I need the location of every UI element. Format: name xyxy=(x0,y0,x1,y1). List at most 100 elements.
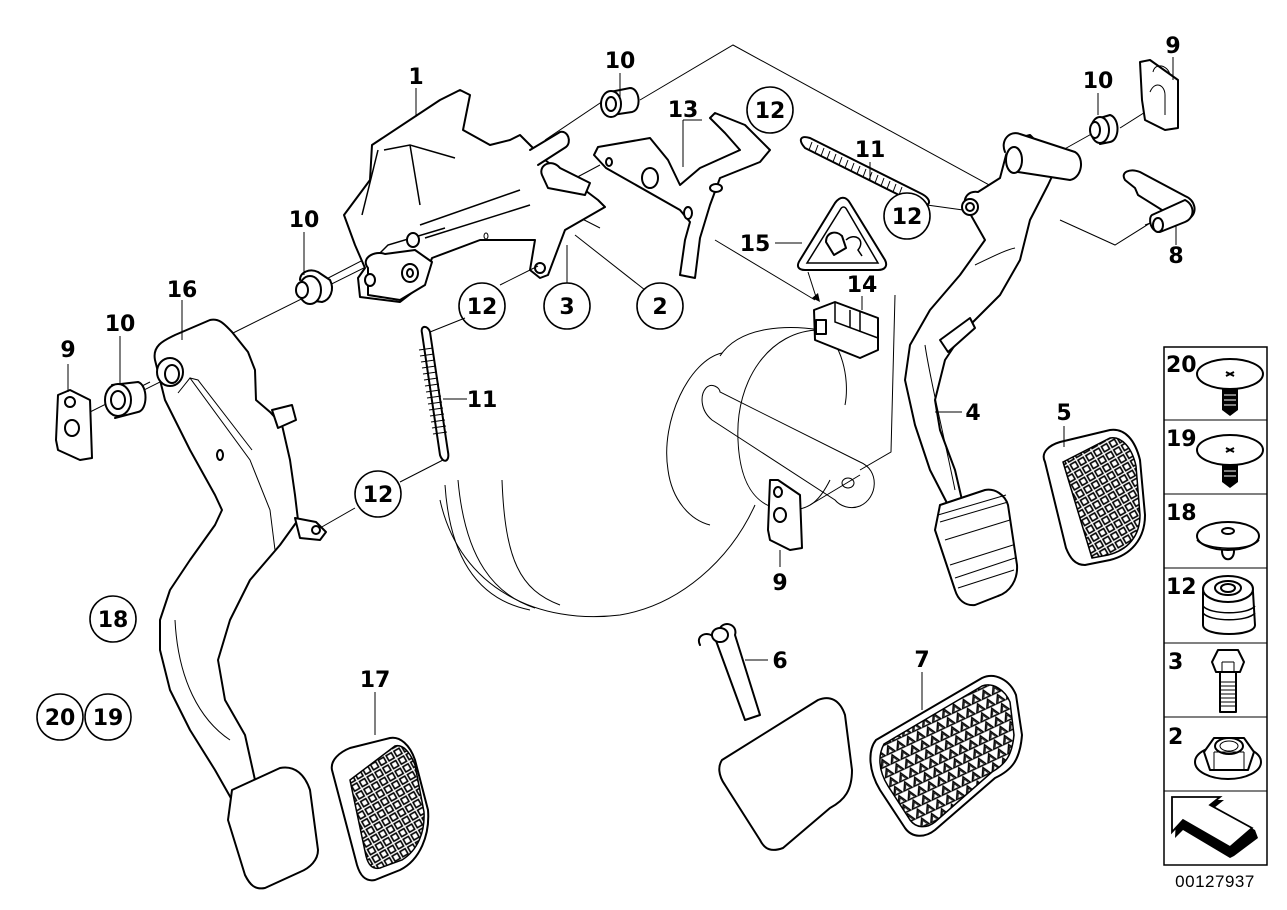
callout-10-far-left: 10 xyxy=(105,312,136,385)
svg-text:12: 12 xyxy=(363,483,394,508)
callout-12-lower: 12 xyxy=(319,459,444,529)
svg-text:15: 15 xyxy=(740,232,771,257)
holder-plate xyxy=(593,112,771,279)
brake-pedal xyxy=(904,132,1082,607)
brake-pedal-pad xyxy=(1042,428,1146,566)
callout-4: 4 xyxy=(935,401,981,426)
callout-5: 5 xyxy=(1056,401,1072,447)
svg-text:4: 4 xyxy=(965,401,980,426)
callout-12-middle: 12 xyxy=(429,265,539,333)
svg-text:13: 13 xyxy=(668,98,699,123)
clutch-pedal xyxy=(153,318,327,890)
svg-text:10: 10 xyxy=(105,312,136,337)
callout-14: 14 xyxy=(847,273,878,310)
svg-text:7: 7 xyxy=(914,648,929,673)
svg-text:12: 12 xyxy=(467,295,498,320)
svg-text:10: 10 xyxy=(605,49,636,74)
svg-text:10: 10 xyxy=(289,208,320,233)
svg-text:10: 10 xyxy=(1083,69,1114,94)
pedal-bracket xyxy=(343,89,606,303)
svg-text:9: 9 xyxy=(772,571,787,596)
svg-text:12: 12 xyxy=(755,99,786,124)
callout-8: 8 xyxy=(1168,226,1184,269)
callout-13: 13 xyxy=(668,98,702,167)
svg-text:19: 19 xyxy=(1166,427,1197,452)
rubber-buffer-icon xyxy=(1202,575,1256,635)
callout-2: 2 xyxy=(574,234,684,330)
svg-text:2: 2 xyxy=(652,295,667,320)
callout-19: 19 xyxy=(84,693,132,741)
svg-text:9: 9 xyxy=(60,338,75,363)
svg-text:17: 17 xyxy=(360,668,391,693)
retaining-clip-center xyxy=(767,479,803,551)
svg-text:9: 9 xyxy=(1165,34,1180,59)
bushing-far-left xyxy=(104,381,147,419)
svg-text:3: 3 xyxy=(559,295,574,320)
svg-text:11: 11 xyxy=(855,138,886,163)
hex-collar-nut-icon xyxy=(1194,737,1262,780)
legend-panel: 20 19 18 xyxy=(1163,346,1268,866)
svg-text:18: 18 xyxy=(1166,501,1197,526)
clutch-pedal-pad xyxy=(330,736,430,882)
retaining-clip-right xyxy=(1139,59,1179,131)
accelerator-pedal xyxy=(697,623,853,851)
brake-booster-outline xyxy=(439,327,875,618)
callout-18: 18 xyxy=(89,595,137,643)
svg-text:8: 8 xyxy=(1168,244,1183,269)
callout-7: 7 xyxy=(914,648,930,710)
legend-item-12: 12 xyxy=(1166,575,1256,635)
bushing-top xyxy=(600,87,640,118)
svg-text:12: 12 xyxy=(892,205,923,230)
svg-text:18: 18 xyxy=(98,608,129,633)
diagram-number: 00127937 xyxy=(1175,872,1255,891)
expanding-rivet-icon xyxy=(1196,358,1264,416)
svg-text:20: 20 xyxy=(45,706,76,731)
svg-text:19: 19 xyxy=(93,706,124,731)
callout-12-right: 12 xyxy=(883,192,964,240)
arrow-head-icon xyxy=(812,293,820,302)
legend-item-18: 18 xyxy=(1166,501,1260,561)
svg-text:6: 6 xyxy=(772,649,787,674)
tension-spring-lower xyxy=(418,325,450,462)
callout-9-left: 9 xyxy=(60,338,76,392)
callout-3: 3 xyxy=(543,245,591,330)
svg-text:16: 16 xyxy=(167,278,198,303)
bushing-left xyxy=(295,269,333,305)
direction-arrow-icon xyxy=(1171,796,1258,858)
electrical-part-symbol xyxy=(796,196,888,271)
svg-text:2: 2 xyxy=(1168,725,1183,750)
svg-text:3: 3 xyxy=(1168,650,1183,675)
legend-item-arrow xyxy=(1171,796,1258,858)
callout-15: 15 xyxy=(740,232,802,257)
plug-icon xyxy=(1196,521,1260,561)
svg-text:20: 20 xyxy=(1166,353,1197,378)
pin-with-clip xyxy=(1122,169,1196,233)
callout-10-right: 10 xyxy=(1083,69,1114,115)
legend-item-19: 19 xyxy=(1166,427,1264,488)
retaining-clip-left xyxy=(55,389,93,461)
bushing-right xyxy=(1089,114,1119,145)
brake-light-switch xyxy=(813,301,879,359)
callout-10-left: 10 xyxy=(289,208,320,275)
svg-text:12: 12 xyxy=(1166,575,1197,600)
callout-6: 6 xyxy=(745,649,788,674)
callout-12-top: 12 xyxy=(746,86,794,134)
callout-20: 20 xyxy=(36,693,84,741)
callout-9-right: 9 xyxy=(1165,34,1181,80)
legend-item-2: 2 xyxy=(1168,725,1262,780)
svg-text:11: 11 xyxy=(467,388,498,413)
expanding-rivet-icon xyxy=(1196,434,1264,488)
callout-11-upper: 11 xyxy=(855,138,886,180)
svg-text:5: 5 xyxy=(1056,401,1071,426)
accelerator-pedal-pad xyxy=(869,675,1023,837)
svg-text:14: 14 xyxy=(847,273,878,298)
legend-item-3: 3 xyxy=(1168,649,1245,713)
callout-10-top: 10 xyxy=(605,49,636,97)
hex-bolt-icon xyxy=(1211,649,1245,713)
callout-1: 1 xyxy=(408,65,424,117)
svg-text:1: 1 xyxy=(408,65,423,90)
legend-item-20: 20 xyxy=(1166,353,1264,416)
callout-16: 16 xyxy=(167,278,198,340)
callout-17: 17 xyxy=(360,668,391,735)
